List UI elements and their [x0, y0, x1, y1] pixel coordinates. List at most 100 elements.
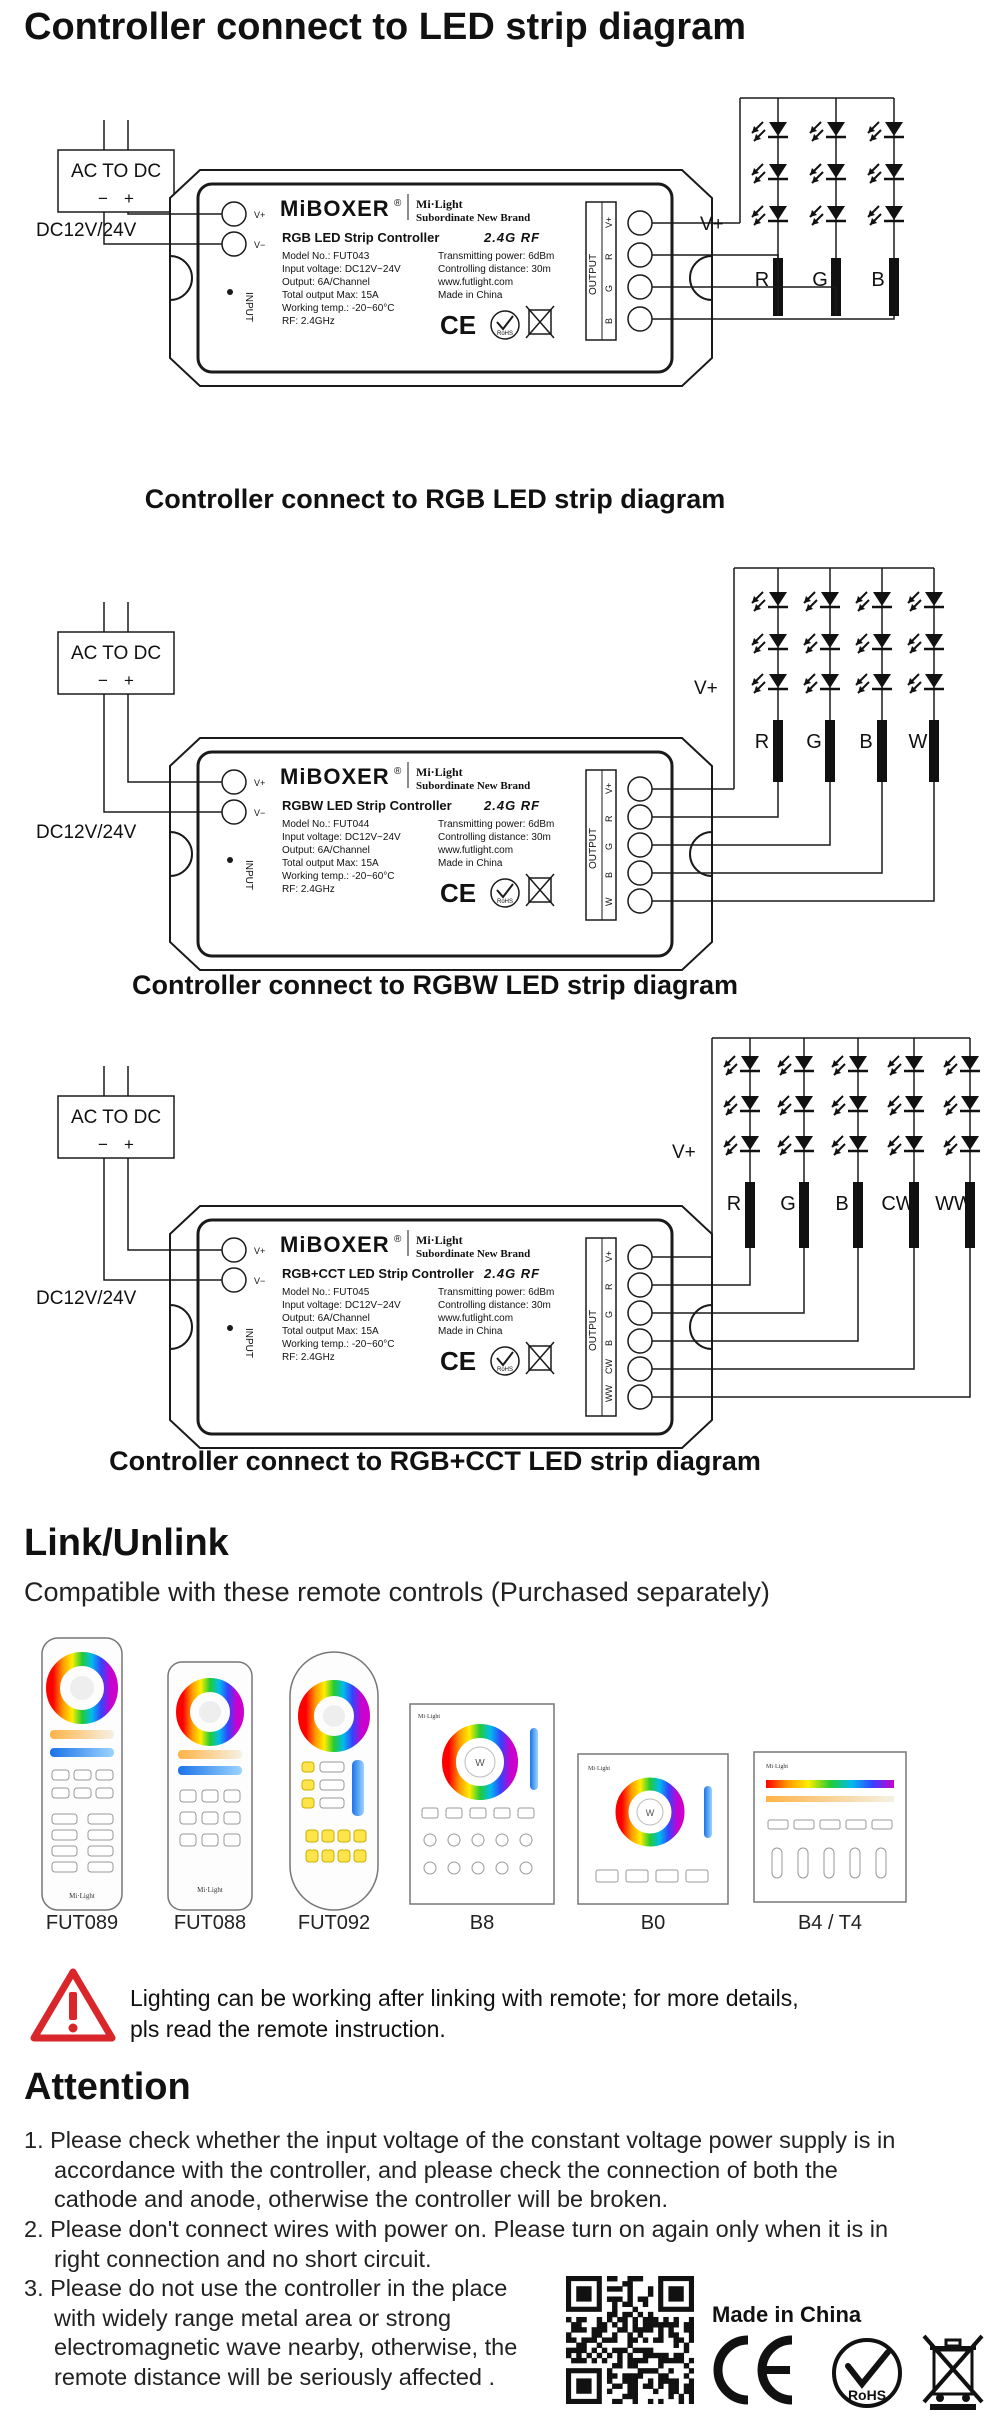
diagram-0-ac-dc-label: AC TO DC — [71, 161, 161, 182]
diagram-0-led-array — [652, 98, 904, 320]
diagram-1-output-2-label: G — [604, 843, 614, 850]
diagram-2-spec-right-2: www.futlight.com — [437, 1313, 513, 1324]
remote-fut089: Mi·Light — [41, 1637, 123, 1911]
diagram-0-spec-4: Working temp.: -20~60°C — [282, 303, 394, 314]
svg-text:W: W — [646, 1808, 655, 1818]
diagram-2-subordinate: Subordinate New Brand — [416, 1248, 530, 1260]
attention-item-1-line-2: accordance with the controller, and plea… — [54, 2156, 838, 2183]
compatible-remotes-subtitle: Compatible with these remote controls (P… — [24, 1577, 770, 1607]
diagram-2-spec-0: Model No.: FUT045 — [282, 1287, 370, 1298]
remote-fut092 — [289, 1651, 379, 1911]
diagram-2-output-5-label: WW — [604, 1385, 614, 1402]
diagram-1-output-3-label: B — [604, 872, 614, 878]
remote-label-fut092: FUT092 — [297, 1912, 371, 1934]
diagram-0-vplus-label: V+ — [700, 214, 724, 235]
attention-item-3-line-4: remote distance will be seriously affect… — [54, 2363, 496, 2390]
diagram-2-led-array — [652, 1038, 980, 1398]
remote-fut089-brand: Mi·Light — [69, 1892, 95, 1900]
diagram-0-spec-2: Output: 6A/Channel — [282, 277, 370, 288]
diagram-0-spec-3: Total output Max: 15A — [282, 290, 379, 301]
rohs-icon: RoHS — [832, 2338, 902, 2408]
diagram-2-output-2-label: G — [604, 1311, 614, 1318]
diagram-2-psu-plus: + — [124, 1135, 134, 1154]
diagram-0-output-label: OUTPUT — [588, 254, 599, 295]
diagram-1-channel-0-label: R — [755, 731, 769, 753]
diagram-2-output-label: OUTPUT — [588, 1310, 599, 1351]
attention-item-3: 3. Please do not use the controller in t… — [24, 2274, 517, 2392]
diagram-2-spec-right-0: Transmitting power: 6dBm — [438, 1287, 554, 1298]
remote-fut088-brand: Mi·Light — [197, 1886, 223, 1894]
diagram-0-spec-right-1: Controlling distance: 30m — [438, 264, 551, 275]
diagram-2-ce-mark: CE — [440, 1346, 476, 1376]
attention-item-1-line-3: cathode and anode, otherwise the control… — [54, 2186, 668, 2212]
diagram-1-spec-1: Input voltage: DC12V~24V — [282, 832, 401, 843]
attention-item-3-line-1: 3. Please do not use the controller in t… — [24, 2275, 508, 2301]
diagram-2-art: AC TO DC−+DC12V/24VV+V−INPUTMiBOXER®Mi·L… — [36, 1037, 980, 1449]
diagram-2-output-0-label: V+ — [604, 1251, 614, 1262]
remote-fut088: Mi·Light — [167, 1661, 253, 1911]
diagram-1-freq-logo: 2.4G RF — [483, 798, 540, 813]
diagram-0-controller-title: RGB LED Strip Controller — [282, 230, 439, 245]
remote-b8-brand: Mi·Light — [418, 1714, 440, 1720]
rgbcct-diagram-caption: Controller connect to RGB+CCT LED strip … — [109, 1446, 761, 1476]
diagram-2-output-3-label: B — [604, 1340, 614, 1346]
diagram-0-rohs: RoHS — [497, 331, 513, 337]
diagram-2-spec-5: RF: 2.4GHz — [282, 1352, 335, 1363]
warning-line-2: pls read the remote instruction. — [130, 2016, 446, 2042]
diagram-2-channel-0-label: R — [727, 1193, 741, 1215]
diagram-1-output-4-label: W — [604, 897, 614, 906]
diagram-1-spec-4: Working temp.: -20~60°C — [282, 871, 394, 882]
diagram-0-input-vplus: V+ — [254, 210, 265, 220]
diagram-2-input-vplus: V+ — [254, 1246, 265, 1256]
diagram-0-subordinate: Subordinate New Brand — [416, 212, 530, 224]
diagram-2-output-1-label: R — [604, 1283, 614, 1290]
diagram-1-spec-0: Model No.: FUT044 — [282, 819, 370, 830]
diagram-1-spec-right-2: www.futlight.com — [437, 845, 513, 856]
diagram-0-milight: Mi·Light — [416, 197, 463, 211]
diagram-0-freq-logo: 2.4G RF — [483, 230, 540, 245]
diagram-1-input-vplus: V+ — [254, 778, 265, 788]
diagram-1-channel-1-label: G — [806, 731, 822, 753]
diagram-2-vplus-label: V+ — [672, 1142, 696, 1163]
diagram-1-brand: MiBOXER — [280, 764, 390, 789]
link-unlink-title: Link/Unlink — [24, 1522, 229, 1564]
diagram-1-spec-5: RF: 2.4GHz — [282, 884, 335, 895]
diagram-1-subordinate: Subordinate New Brand — [416, 780, 530, 792]
page-title: Controller connect to LED strip diagram — [24, 6, 747, 48]
diagram-0-spec-right-2: www.futlight.com — [437, 277, 513, 288]
diagram-2-spec-2: Output: 6A/Channel — [282, 1313, 370, 1324]
diagram-2-channel-1-label: G — [780, 1193, 796, 1215]
diagram-2-brand-reg: ® — [394, 1234, 402, 1245]
diagram-2-channel-3-label: CW — [881, 1193, 914, 1215]
attention-title: Attention — [24, 2066, 191, 2108]
diagram-0-output-0-label: V+ — [604, 217, 614, 228]
diagram-2-psu-minus: − — [98, 1135, 108, 1154]
ce-mark-icon — [713, 2335, 793, 2405]
remote-label-b0: B0 — [640, 1912, 666, 1934]
diagram-2-channel-4-label: WW — [935, 1193, 973, 1215]
diagram-1-output-label: OUTPUT — [588, 828, 599, 869]
diagram-2-spec-right-1: Controlling distance: 30m — [438, 1300, 551, 1311]
diagram-1-ce-mark: CE — [440, 878, 476, 908]
diagram-0-channel-0-label: R — [755, 269, 769, 291]
diagram-1-spec-right-3: Made in China — [438, 858, 503, 869]
diagram-0-input-vminus: V− — [254, 240, 265, 250]
diagram-1-ac-dc-label: AC TO DC — [71, 643, 161, 664]
diagram-2-channel-2-label: B — [835, 1193, 848, 1215]
remote-gallery: Mi·Light Mi·Light — [0, 1630, 1000, 1940]
diagram-2-input-vminus: V− — [254, 1276, 265, 1286]
diagram-1-channel-3-label: W — [909, 731, 928, 753]
diagram-2-ac-dc-label: AC TO DC — [71, 1107, 161, 1128]
diagram-1-led-array — [652, 568, 944, 902]
diagram-0-input-label: INPUT — [243, 292, 254, 322]
diagram-2-controller-title: RGB+CCT LED Strip Controller — [282, 1266, 474, 1281]
weee-bin-icon — [922, 2334, 984, 2410]
diagram-0-dc-label: DC12V/24V — [36, 220, 137, 241]
diagram-0-spec-right-0: Transmitting power: 6dBm — [438, 251, 554, 262]
diagram-1-output-0-label: V+ — [604, 783, 614, 794]
diagram-2-output-4-label: CW — [604, 1359, 614, 1374]
diagram-1-input-label: INPUT — [243, 860, 254, 890]
warning-icon — [30, 1968, 116, 2042]
